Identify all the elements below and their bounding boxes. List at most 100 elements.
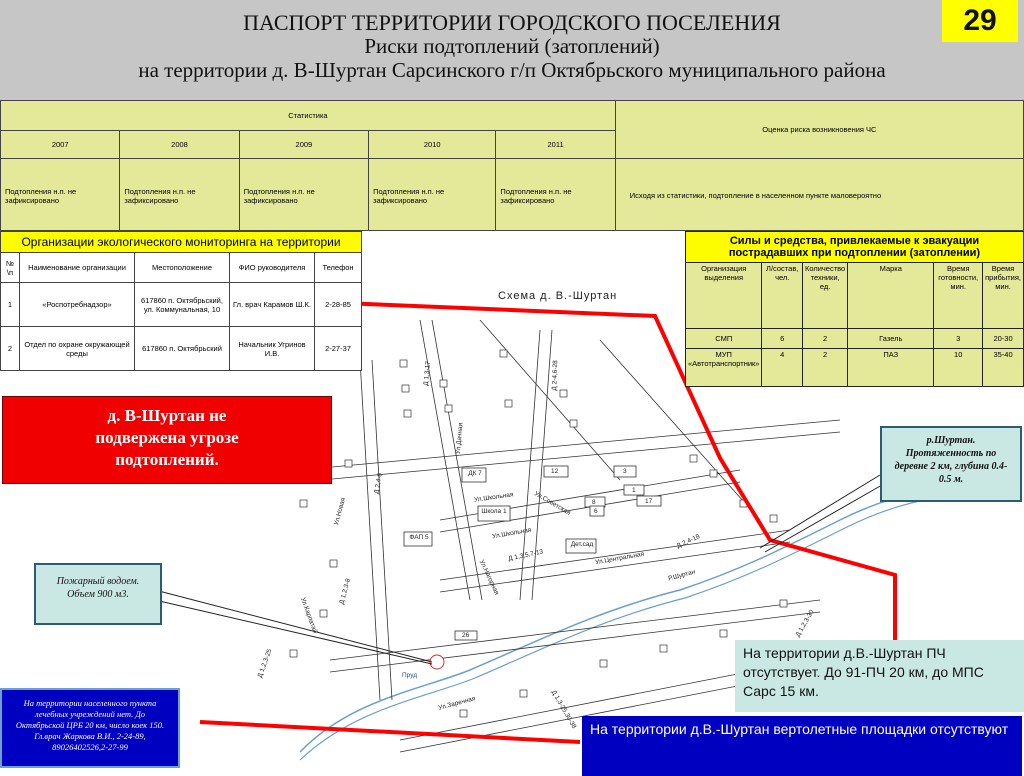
river-callout: р.Шуртан. Протяженность по деревне 2 км,… (880, 426, 1022, 502)
forces-table: Силы и средства, привлекаемые к эвакуаци… (684, 231, 1024, 387)
monitoring-header: Местоположение (134, 252, 230, 283)
building (636, 495, 662, 507)
road-outline (479, 319, 621, 481)
house (599, 659, 608, 668)
road-outline (419, 319, 471, 601)
house (659, 644, 668, 653)
stat-value-cell: Подтопления н.п. не зафиксировано (368, 158, 497, 231)
building (477, 505, 511, 522)
monitoring-cell: 617860 п. Октябрьский, ул. Коммунальная,… (134, 282, 230, 327)
river-shurtan (299, 489, 931, 753)
callout-pointer (759, 474, 881, 549)
building (613, 465, 637, 478)
house (769, 514, 778, 523)
river-callout-text: р.Шуртан. Протяженность по деревне 2 км,… (894, 435, 1008, 485)
year-cell: 2007 (0, 130, 121, 159)
monitoring-cell: 2 (0, 326, 20, 371)
road-outline (431, 319, 483, 601)
map-label: 26 (462, 632, 470, 639)
house (569, 419, 578, 428)
house (329, 559, 338, 568)
building (403, 531, 433, 547)
statistics-title: Статистика (0, 100, 616, 131)
year-cell: 2008 (119, 130, 240, 159)
road-outline (531, 329, 553, 601)
fire-reservoir-text: Пожарный водоем. Объем 900 м3. (56, 576, 140, 600)
table-row: СМП 6 2 Газель 3 20-30 (684, 328, 1024, 349)
monitoring-cell: «Роспотребнадзор» (19, 282, 135, 327)
road-outline (371, 359, 393, 701)
monitoring-cell: 2-28-85 (314, 282, 362, 327)
helipad-callout: На территории д.В.-Шуртан вертолетные пл… (582, 716, 1022, 776)
no-flood-alert: д. В-Шуртан не подвержена угрозе подтопл… (2, 396, 332, 484)
stat-value-cell: Подтопления н.п. не зафиксировано (238, 158, 370, 231)
header-line-2: Риски подтоплений (затоплений) (364, 34, 660, 58)
table-row: 2 Отдел по охране окружающей среды 61786… (0, 326, 362, 371)
helipad-text: На территории д.В.-Шуртан вертолетные пл… (590, 721, 1009, 737)
house (289, 649, 298, 658)
road-outline (329, 599, 821, 661)
forces-cell: 6 (761, 328, 803, 349)
house (504, 399, 513, 408)
monitoring-cell: 2-27-37 (314, 326, 362, 371)
forces-header: Л/состав, чел. (761, 262, 803, 329)
forces-header: Время готовности, мин. (933, 262, 984, 329)
map-label: ДК 7 (468, 470, 482, 477)
stat-value-cell: Подтопления н.п. не зафиксировано (119, 158, 240, 231)
monitoring-header: ФИО руководителя (229, 252, 315, 283)
house (719, 629, 728, 638)
house (779, 599, 788, 608)
monitoring-cell: Начальник Угринов И.В. (229, 326, 315, 371)
building (461, 467, 487, 483)
statistics-table: Статистика Оценка риска возникновения ЧС… (0, 100, 1024, 231)
house (499, 349, 508, 358)
forces-cell: 35-40 (982, 348, 1024, 387)
fire-reservoir-callout: Пожарный водоем. Объем 900 м3. (34, 563, 162, 625)
river-shurtan-bank (299, 497, 936, 761)
house (344, 459, 353, 468)
monitoring-title: Организации экологического мониторинга н… (0, 231, 362, 253)
fire-station-text: На территории д.В.-Шуртан ПЧ отсутствует… (743, 645, 984, 699)
forces-header: Марка (847, 262, 935, 329)
monitoring-cell: Отдел по охране окружающей среды (19, 326, 135, 371)
forces-cell: 4 (761, 348, 803, 387)
house (401, 384, 410, 393)
forces-cell: Газель (847, 328, 935, 349)
risk-header: Оценка риска возникновения ЧС (614, 100, 1024, 159)
no-flood-text: д. В-Шуртан не подвержена угрозе подтопл… (95, 406, 239, 469)
house (399, 359, 408, 368)
house (709, 469, 718, 478)
map-label: 17 (645, 498, 653, 505)
monitoring-header: №\п (0, 252, 20, 283)
callout-pointer (154, 599, 433, 665)
fire-station-callout: На территории д.В.-Шуртан ПЧ отсутствует… (735, 640, 1024, 712)
stat-value-cell: Подтопления н.п. не зафиксировано (0, 158, 121, 231)
monitoring-table: Организации экологического мониторинга н… (0, 231, 362, 371)
map-label: Дет.сад (570, 541, 594, 548)
building (543, 465, 569, 478)
header-line-3: на территории д. В-Шуртан Сарсинского г/… (138, 58, 886, 82)
callout-pointer (154, 589, 433, 663)
house (319, 609, 328, 618)
page-number: 29 (942, 0, 1018, 42)
forces-header: Организация выделения (684, 262, 763, 329)
forces-cell: 3 (933, 328, 984, 349)
forces-cell: 10 (933, 348, 984, 387)
page-header: ПАСПОРТ ТЕРРИТОРИИ ГОРОДСКОГО ПОСЕЛЕНИЯ … (0, 0, 1024, 100)
house (439, 379, 448, 388)
pond (429, 654, 445, 670)
map-label: 1 (632, 487, 636, 494)
year-cell: 2009 (238, 130, 370, 159)
road-outline (329, 611, 821, 673)
forces-cell: МУП «Автотранспортник» (684, 348, 763, 387)
house (444, 404, 453, 413)
forces-header: Количество техники, ед. (801, 262, 849, 329)
monitoring-cell: Гл. врач Карамов Ш.К. (229, 282, 315, 327)
callout-pointer (764, 484, 883, 553)
road-outline (599, 339, 761, 521)
building (565, 538, 597, 554)
building (589, 505, 605, 517)
header-line-1: ПАСПОРТ ТЕРРИТОРИИ ГОРОДСКОГО ПОСЕЛЕНИЯ (243, 10, 781, 35)
map-label: 3 (623, 468, 627, 475)
map-label: Д 2-4,6-28 (551, 360, 560, 391)
